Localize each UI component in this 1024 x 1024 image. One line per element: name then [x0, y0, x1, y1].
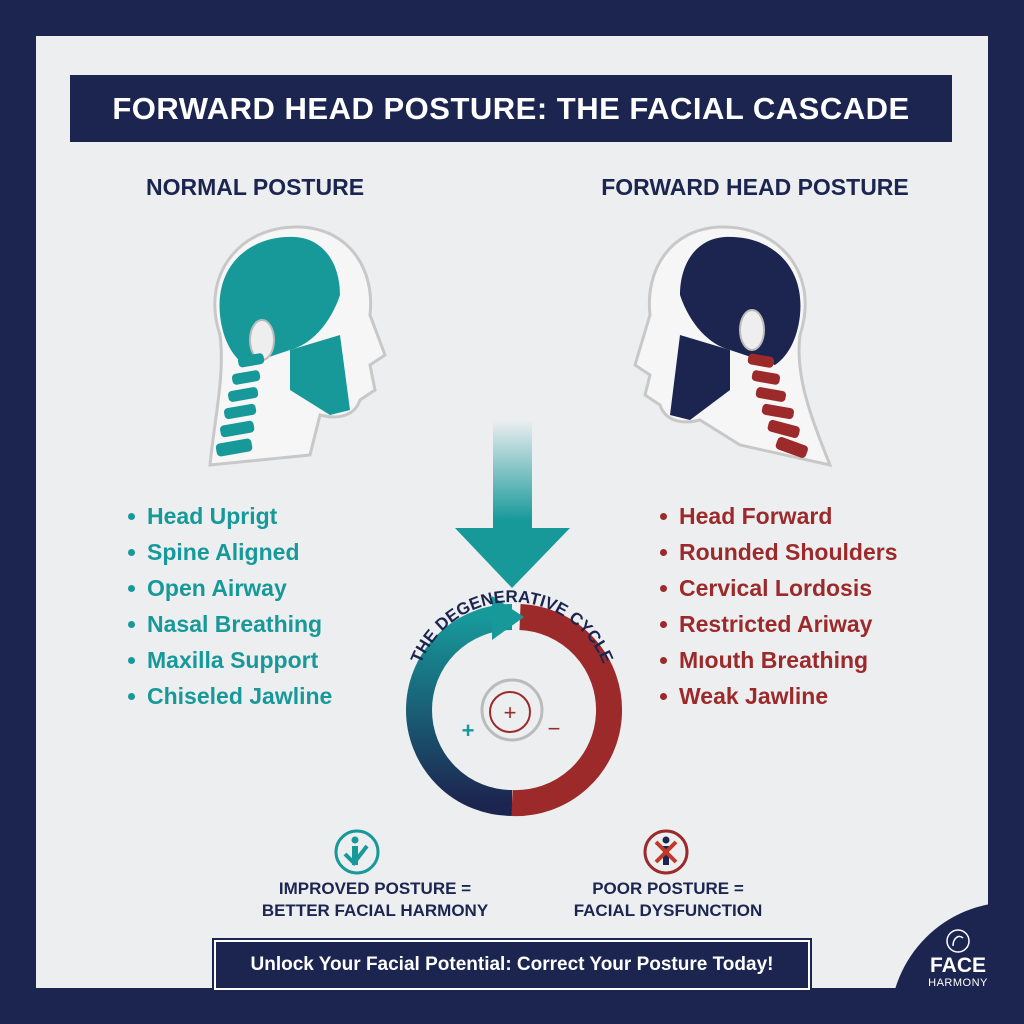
logo-emblem-icon [946, 929, 970, 953]
poor-posture-caption: POOR POSTURE =FACIAL DYSFUNCTION [573, 879, 763, 920]
logo: FACE HARMONY [928, 954, 988, 990]
list-item: Chiseled Jawline [128, 678, 332, 714]
down-arrow-icon [455, 420, 570, 588]
person-check-icon [334, 829, 380, 875]
list-item: Head Forward [660, 498, 898, 534]
list-item: Head Uprigt [128, 498, 332, 534]
good-posture-caption: IMPROVED POSTURE =BETTER FACIAL HARMONY [261, 879, 489, 920]
list-item: Spine Aligned [128, 534, 332, 570]
list-item: Weak Jawline [660, 678, 898, 714]
list-item: Maxilla Support [128, 642, 332, 678]
list-item: Cervical Lordosis [660, 570, 898, 606]
list-item: Restricted Ariway [660, 606, 898, 642]
list-item: Rounded Shoulders [660, 534, 898, 570]
normal-head-illustration [208, 225, 387, 467]
list-item: Mıouth Breathing [660, 642, 898, 678]
degenerative-cycle-diagram: THE DEGENERATIVE CYCLE + + − [406, 590, 623, 817]
normal-posture-heading: NORMAL POSTURE [145, 174, 365, 200]
page-title: FORWARD HEAD POSTURE: THE FACIAL CASCADE [70, 75, 952, 142]
plus-sign: + [462, 718, 475, 743]
forward-posture-list: Head Forward Rounded Shoulders Cervical … [660, 498, 898, 714]
list-item: Nasal Breathing [128, 606, 332, 642]
call-to-action-banner: Unlock Your Facial Potential: Correct Yo… [212, 938, 812, 992]
person-x-icon [643, 829, 689, 875]
normal-posture-list: Head Uprigt Spine Aligned Open Airway Na… [128, 498, 332, 714]
forward-posture-heading: FORWARD HEAD POSTURE [601, 174, 909, 200]
minus-sign: − [548, 716, 561, 741]
list-item: Open Airway [128, 570, 332, 606]
forward-head-illustration [633, 225, 833, 468]
center-plus-sign: + [504, 700, 517, 725]
